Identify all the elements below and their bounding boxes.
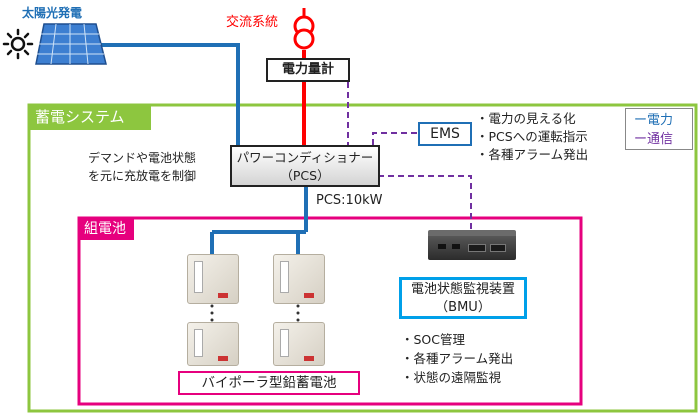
ems-note: ・各種アラーム発出 <box>476 147 589 162</box>
pcs-ems-comm-line <box>372 132 418 145</box>
bmu-label-line1: 電池状態監視装置 <box>410 282 515 297</box>
pcs-note-line2: を元に充放電を制御 <box>88 169 197 183</box>
legend-box: ー電力 ー通信 <box>625 108 693 150</box>
battery-pack-title: 組電池 <box>79 218 134 240</box>
bmu-note: ・SOC管理 <box>401 332 466 347</box>
bmu-note: ・状態の遠隔監視 <box>401 370 502 385</box>
ems-label: EMS <box>430 126 460 142</box>
legend-comm: ー通信 <box>634 132 674 147</box>
bmu-box: 電池状態監視装置 （BMU） <box>399 277 527 319</box>
ems-note: ・電力の見える化 <box>476 111 576 126</box>
solar-label: 太陽光発電 <box>22 6 83 20</box>
battery-cell-icon <box>273 322 325 366</box>
bmu-note: ・各種アラーム発出 <box>401 351 514 366</box>
pcs-rating: PCS:10kW <box>316 193 383 208</box>
meter-label: 電力量計 <box>281 62 334 77</box>
battery-cell-icon <box>187 254 239 304</box>
pcs-bmu-comm-line <box>378 175 472 232</box>
battery-stack-dots <box>210 304 300 322</box>
pcs-box: パワーコンディショナー （PCS） <box>230 145 380 187</box>
ems-note: ・PCSへの運転指示 <box>476 129 588 144</box>
pcs-label-line2: （PCS） <box>280 168 330 183</box>
sun-icon <box>2 28 34 60</box>
ems-box: EMS <box>418 122 472 146</box>
legend-power: ー電力 <box>634 113 674 128</box>
battery-cell-icon <box>273 254 325 304</box>
bmu-label-line2: （BMU） <box>435 300 491 315</box>
pcs-note-line1: デマンドや電池状態 <box>88 151 197 165</box>
grid-label: 交流系統 <box>226 15 279 30</box>
solar-power-line <box>98 43 240 145</box>
storage-system-frame <box>27 103 698 413</box>
bmu-device-icon <box>428 230 516 266</box>
battery-cell-icon <box>187 322 239 366</box>
bmu-notes: ・SOC管理 ・各種アラーム発出 ・状態の遠隔監視 <box>401 330 513 387</box>
pcs-label-line1: パワーコンディショナー <box>236 150 374 165</box>
ems-notes: ・電力の見える化 ・PCSへの運転指示 ・各種アラーム発出 <box>476 110 588 164</box>
storage-system-title-text: 蓄電システム <box>35 108 125 126</box>
battery-type-label-text: バイポーラ型鉛蓄電池 <box>201 375 337 391</box>
solar-panel-icon <box>35 23 107 65</box>
battery-type-label: バイポーラ型鉛蓄電池 <box>178 371 360 395</box>
battery-pack-title-text: 組電池 <box>84 221 126 237</box>
transformer-icon <box>293 8 315 50</box>
storage-system-title: 蓄電システム <box>29 105 151 130</box>
battery-pack-frame <box>77 216 583 406</box>
pcs-control-note: デマンドや電池状態 を元に充放電を制御 <box>88 149 196 185</box>
meter-box: 電力量計 <box>266 58 350 82</box>
